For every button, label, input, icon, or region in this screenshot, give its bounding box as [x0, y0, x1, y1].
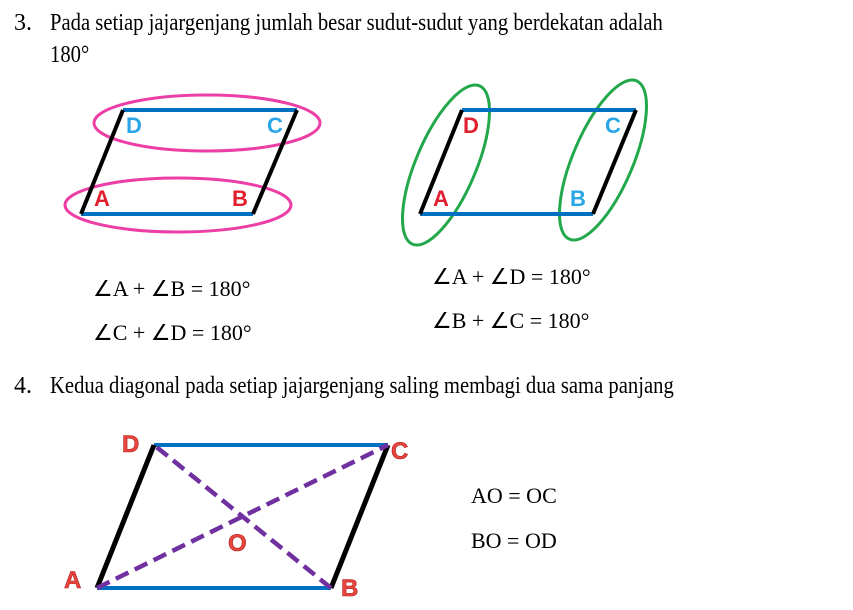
vertex-label-c: C	[605, 113, 621, 138]
section-3-number: 3.	[14, 10, 32, 36]
side-bc	[328, 444, 391, 589]
center-label-o: O	[228, 530, 247, 557]
vertex-label-d: D	[463, 113, 479, 138]
parallelogram-diagonals: D C A B O	[64, 431, 409, 603]
vertex-label-b: B	[232, 186, 248, 211]
vertex-label-b: B	[341, 575, 358, 602]
vertex-label-b: B	[570, 186, 586, 211]
vertex-label-a: A	[64, 567, 81, 594]
parallelogram-left: D C A B	[63, 93, 322, 234]
pink-outline-top	[92, 93, 322, 153]
equation-diagonal-2: BO = OD	[471, 528, 557, 553]
vertex-label-d: D	[126, 113, 142, 138]
equation-right-1: ∠A + ∠D = 180°	[432, 264, 591, 289]
equation-left-2: ∠C + ∠D = 180°	[93, 320, 252, 345]
equation-right-2: ∠B + ∠C = 180°	[432, 308, 590, 333]
vertex-label-c: C	[267, 113, 283, 138]
vertex-label-a: A	[94, 186, 110, 211]
equation-diagonal-1: AO = OC	[471, 483, 557, 508]
equation-left-1: ∠A + ∠B = 180°	[93, 276, 251, 301]
diagonal-ac	[96, 442, 389, 591]
green-outline-right	[558, 78, 648, 242]
section-3-statement: Pada setiap jajargenjang jumlah besar su…	[50, 10, 663, 36]
side-bc	[591, 109, 638, 215]
section-3-statement-cont: 180°	[50, 42, 90, 68]
side-ad	[418, 109, 464, 215]
parallelogram-right: D C A B	[401, 78, 648, 247]
vertex-label-a: A	[433, 186, 449, 211]
side-ad	[94, 444, 157, 589]
vertex-label-d: D	[122, 431, 139, 458]
diagonal-bd	[152, 443, 333, 590]
pink-outline-bottom	[63, 176, 293, 234]
side-bc	[251, 109, 299, 215]
vertex-label-c: C	[391, 438, 408, 465]
section-4-number: 4.	[14, 373, 32, 399]
section-4-statement: Kedua diagonal pada setiap jajargenjang …	[50, 373, 674, 399]
side-ad	[79, 109, 125, 215]
green-outline-left	[401, 83, 491, 247]
